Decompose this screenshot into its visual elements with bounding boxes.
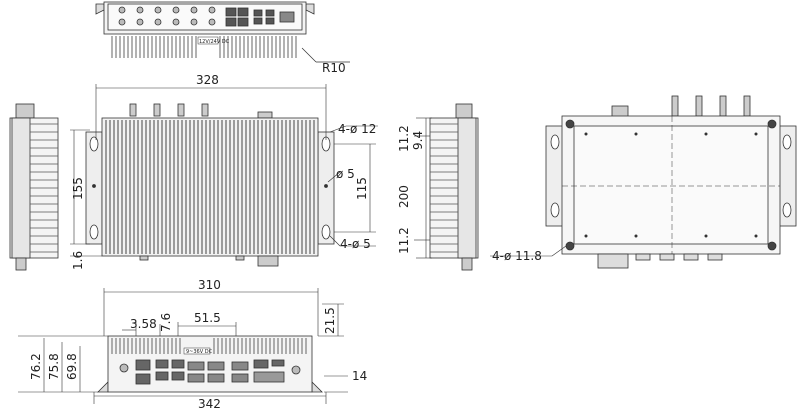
dim-342: 342 [198, 397, 221, 411]
dim-310: 310 [198, 278, 221, 292]
dim-21-5: 21.5 [323, 307, 337, 334]
dim-9-4: 9.4 [411, 131, 425, 150]
dim-75-8: 75.8 [47, 353, 61, 380]
dim-3-58: 3.58 [130, 317, 157, 331]
dim-115: 115 [355, 177, 369, 200]
dim-200: 200 [397, 185, 411, 208]
front-panel-view [97, 335, 323, 393]
dim-4-phi12: 4-ø 12 [338, 122, 376, 136]
power-label-top: 12V/24V DC [199, 39, 230, 45]
right-side-view [429, 103, 479, 271]
dim-11-2-bottom: 11.2 [397, 227, 411, 254]
dim-69-8: 69.8 [65, 353, 79, 380]
r10-leader [301, 47, 317, 63]
io-ports-front [119, 359, 301, 385]
bottom-view [545, 95, 797, 269]
dim-r10: R10 [322, 61, 346, 75]
power-label-front: 9~36V DC [186, 349, 213, 355]
bottom-holes-leader-angle [551, 245, 567, 257]
dim-phi5: ø 5 [336, 167, 355, 181]
io-ports-top [225, 7, 295, 27]
front-view [85, 103, 335, 267]
dim-155: 155 [71, 177, 85, 200]
dim-1-6: 1.6 [71, 251, 85, 270]
side-view-dimension-lines [414, 117, 432, 259]
top-view [95, 1, 315, 58]
front-view-dimension-lines [70, 84, 378, 257]
dim-7-6: 7.6 [159, 313, 173, 332]
dim-51-5: 51.5 [194, 311, 221, 325]
front-panel-dimension-lines [18, 288, 348, 404]
heatsink-fins-top [111, 36, 297, 58]
heatsink-fins-front [105, 120, 315, 254]
dim-328: 328 [196, 73, 219, 87]
antenna-connectors-top [118, 6, 216, 26]
dim-11-2-top: 11.2 [397, 125, 411, 152]
dim-76-2: 76.2 [29, 353, 43, 380]
left-side-view [9, 103, 59, 271]
dim-14: 14 [352, 369, 367, 383]
dim-4-phi5: 4-ø 5 [340, 237, 371, 251]
dim-4-phi11-8: 4-ø 11.8 [492, 249, 542, 263]
